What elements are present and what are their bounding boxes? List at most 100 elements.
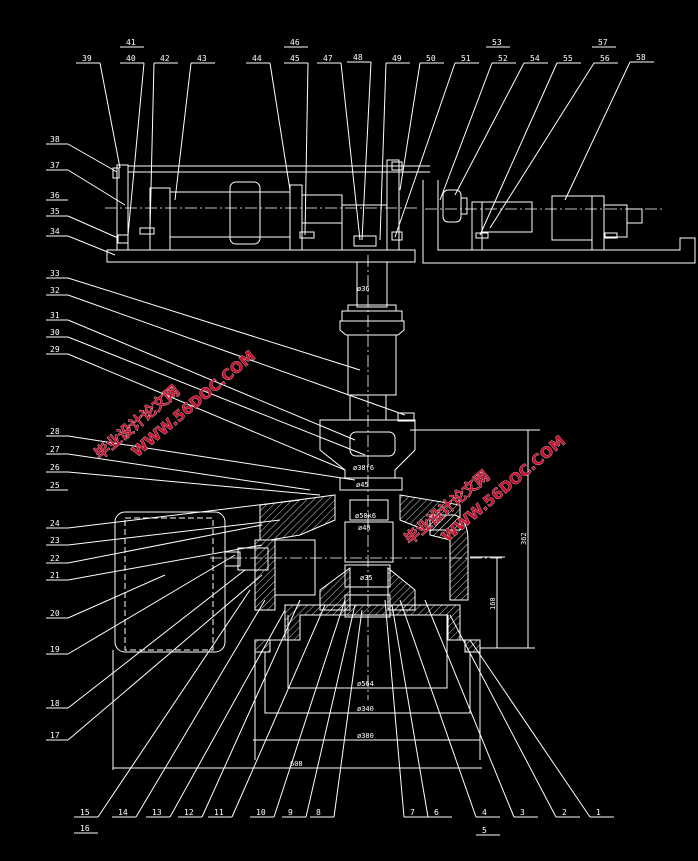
part-label: 48 bbox=[353, 53, 363, 62]
dim-d5: ø35 bbox=[360, 574, 373, 582]
part-label: 17 bbox=[50, 731, 60, 740]
base-plate bbox=[106, 249, 416, 263]
part-label: 7 bbox=[410, 808, 415, 817]
leader-line bbox=[67, 336, 366, 456]
part-label: 21 bbox=[50, 571, 60, 580]
part-label: 1 bbox=[596, 808, 601, 817]
part-label: 45 bbox=[290, 54, 300, 63]
part-label: 57 bbox=[598, 38, 608, 47]
watermark: 毕业设计论文网 WWW.56DOC.COM 毕业设计论文网 WWW.56DOC.… bbox=[91, 347, 569, 549]
leader-line bbox=[479, 62, 558, 236]
part-label: 13 bbox=[152, 808, 162, 817]
leader-line bbox=[67, 319, 356, 441]
part-label: 4 bbox=[482, 808, 487, 817]
part-label: 42 bbox=[160, 54, 170, 63]
leader-line bbox=[454, 62, 525, 196]
leader-line bbox=[127, 62, 145, 236]
leader-line bbox=[469, 639, 591, 818]
leader-line bbox=[67, 519, 281, 546]
part-label: 24 bbox=[50, 519, 60, 528]
part-label: 27 bbox=[50, 445, 60, 454]
leader-line bbox=[67, 569, 246, 709]
leader-line bbox=[399, 599, 477, 818]
leader-line bbox=[67, 215, 119, 239]
part-label: 31 bbox=[50, 311, 60, 320]
part-label: 33 bbox=[50, 269, 60, 278]
leader-line bbox=[379, 62, 387, 241]
part-label: 19 bbox=[50, 645, 60, 654]
leader-line bbox=[67, 294, 406, 416]
part-label: 30 bbox=[50, 328, 60, 337]
leader-line bbox=[174, 62, 192, 201]
leader-line bbox=[67, 435, 356, 481]
part-label: 51 bbox=[461, 54, 471, 63]
part-label: 55 bbox=[563, 54, 573, 63]
right-frame bbox=[422, 180, 696, 264]
part-label: 5 bbox=[482, 826, 487, 835]
part-label: 38 bbox=[50, 135, 60, 144]
part-label: 40 bbox=[126, 54, 136, 63]
leader-line bbox=[394, 62, 456, 238]
part-label: 11 bbox=[214, 808, 224, 817]
part-label: 2 bbox=[562, 808, 567, 817]
leader-line bbox=[67, 235, 116, 256]
part-label: 49 bbox=[392, 54, 402, 63]
part-label: 56 bbox=[600, 54, 610, 63]
dim-outer-dia: ø380 bbox=[357, 732, 374, 740]
cylinder-flange bbox=[229, 181, 261, 245]
leader-line bbox=[231, 604, 326, 818]
part-label: 25 bbox=[50, 481, 60, 490]
leader-line bbox=[449, 614, 557, 818]
part-label: 52 bbox=[498, 54, 508, 63]
leader-line bbox=[391, 604, 429, 818]
dim-d4: ø48 bbox=[358, 524, 371, 532]
part-label: 22 bbox=[50, 554, 60, 563]
part-label: 36 bbox=[50, 191, 60, 200]
part-label: 46 bbox=[290, 38, 300, 47]
leader-line bbox=[135, 599, 266, 818]
leader-line bbox=[67, 574, 166, 619]
top-cylinder-assembly bbox=[105, 159, 696, 264]
part-label: 10 bbox=[256, 808, 266, 817]
dim-mid-dia: ø340 bbox=[357, 705, 374, 713]
dim-shaft-dia: ø36 bbox=[357, 285, 370, 293]
leader-line bbox=[67, 554, 236, 655]
leader-line bbox=[97, 589, 251, 818]
part-label: 6 bbox=[434, 808, 439, 817]
part-label: 18 bbox=[50, 699, 60, 708]
part-label: 44 bbox=[252, 54, 262, 63]
dim-height-total: 362 bbox=[520, 532, 528, 545]
leader-line bbox=[340, 62, 361, 241]
leader-line bbox=[269, 62, 291, 191]
leader-line bbox=[489, 62, 595, 229]
leader-line bbox=[399, 62, 421, 191]
part-label: 53 bbox=[492, 38, 502, 47]
leader-line bbox=[67, 143, 118, 173]
leader-line bbox=[384, 599, 405, 818]
part-label: 54 bbox=[530, 54, 540, 63]
part-label: 32 bbox=[50, 286, 60, 295]
part-label: 26 bbox=[50, 463, 60, 472]
part-label: 9 bbox=[288, 808, 293, 817]
gearbox bbox=[210, 494, 505, 618]
part-label: 39 bbox=[82, 54, 92, 63]
leader-line bbox=[67, 453, 311, 491]
part-label: 8 bbox=[316, 808, 321, 817]
hex-nut bbox=[442, 189, 462, 223]
part-label: 58 bbox=[636, 53, 646, 62]
part-label: 15 bbox=[80, 808, 90, 817]
part-label: 12 bbox=[184, 808, 194, 817]
dimensions: ø36 ø38f6 ø45 ø50k6 ø48 ø35 ø564 ø340 ø3… bbox=[113, 285, 540, 769]
leader-line bbox=[67, 544, 263, 581]
leader-line bbox=[149, 62, 155, 231]
part-label: 35 bbox=[50, 207, 60, 216]
part-label: 47 bbox=[323, 54, 333, 63]
left-post bbox=[116, 164, 129, 251]
part-label: 41 bbox=[126, 38, 136, 47]
dim-height-axis: 160 bbox=[489, 597, 497, 610]
part-label: 34 bbox=[50, 227, 60, 236]
leader-line bbox=[305, 604, 356, 818]
